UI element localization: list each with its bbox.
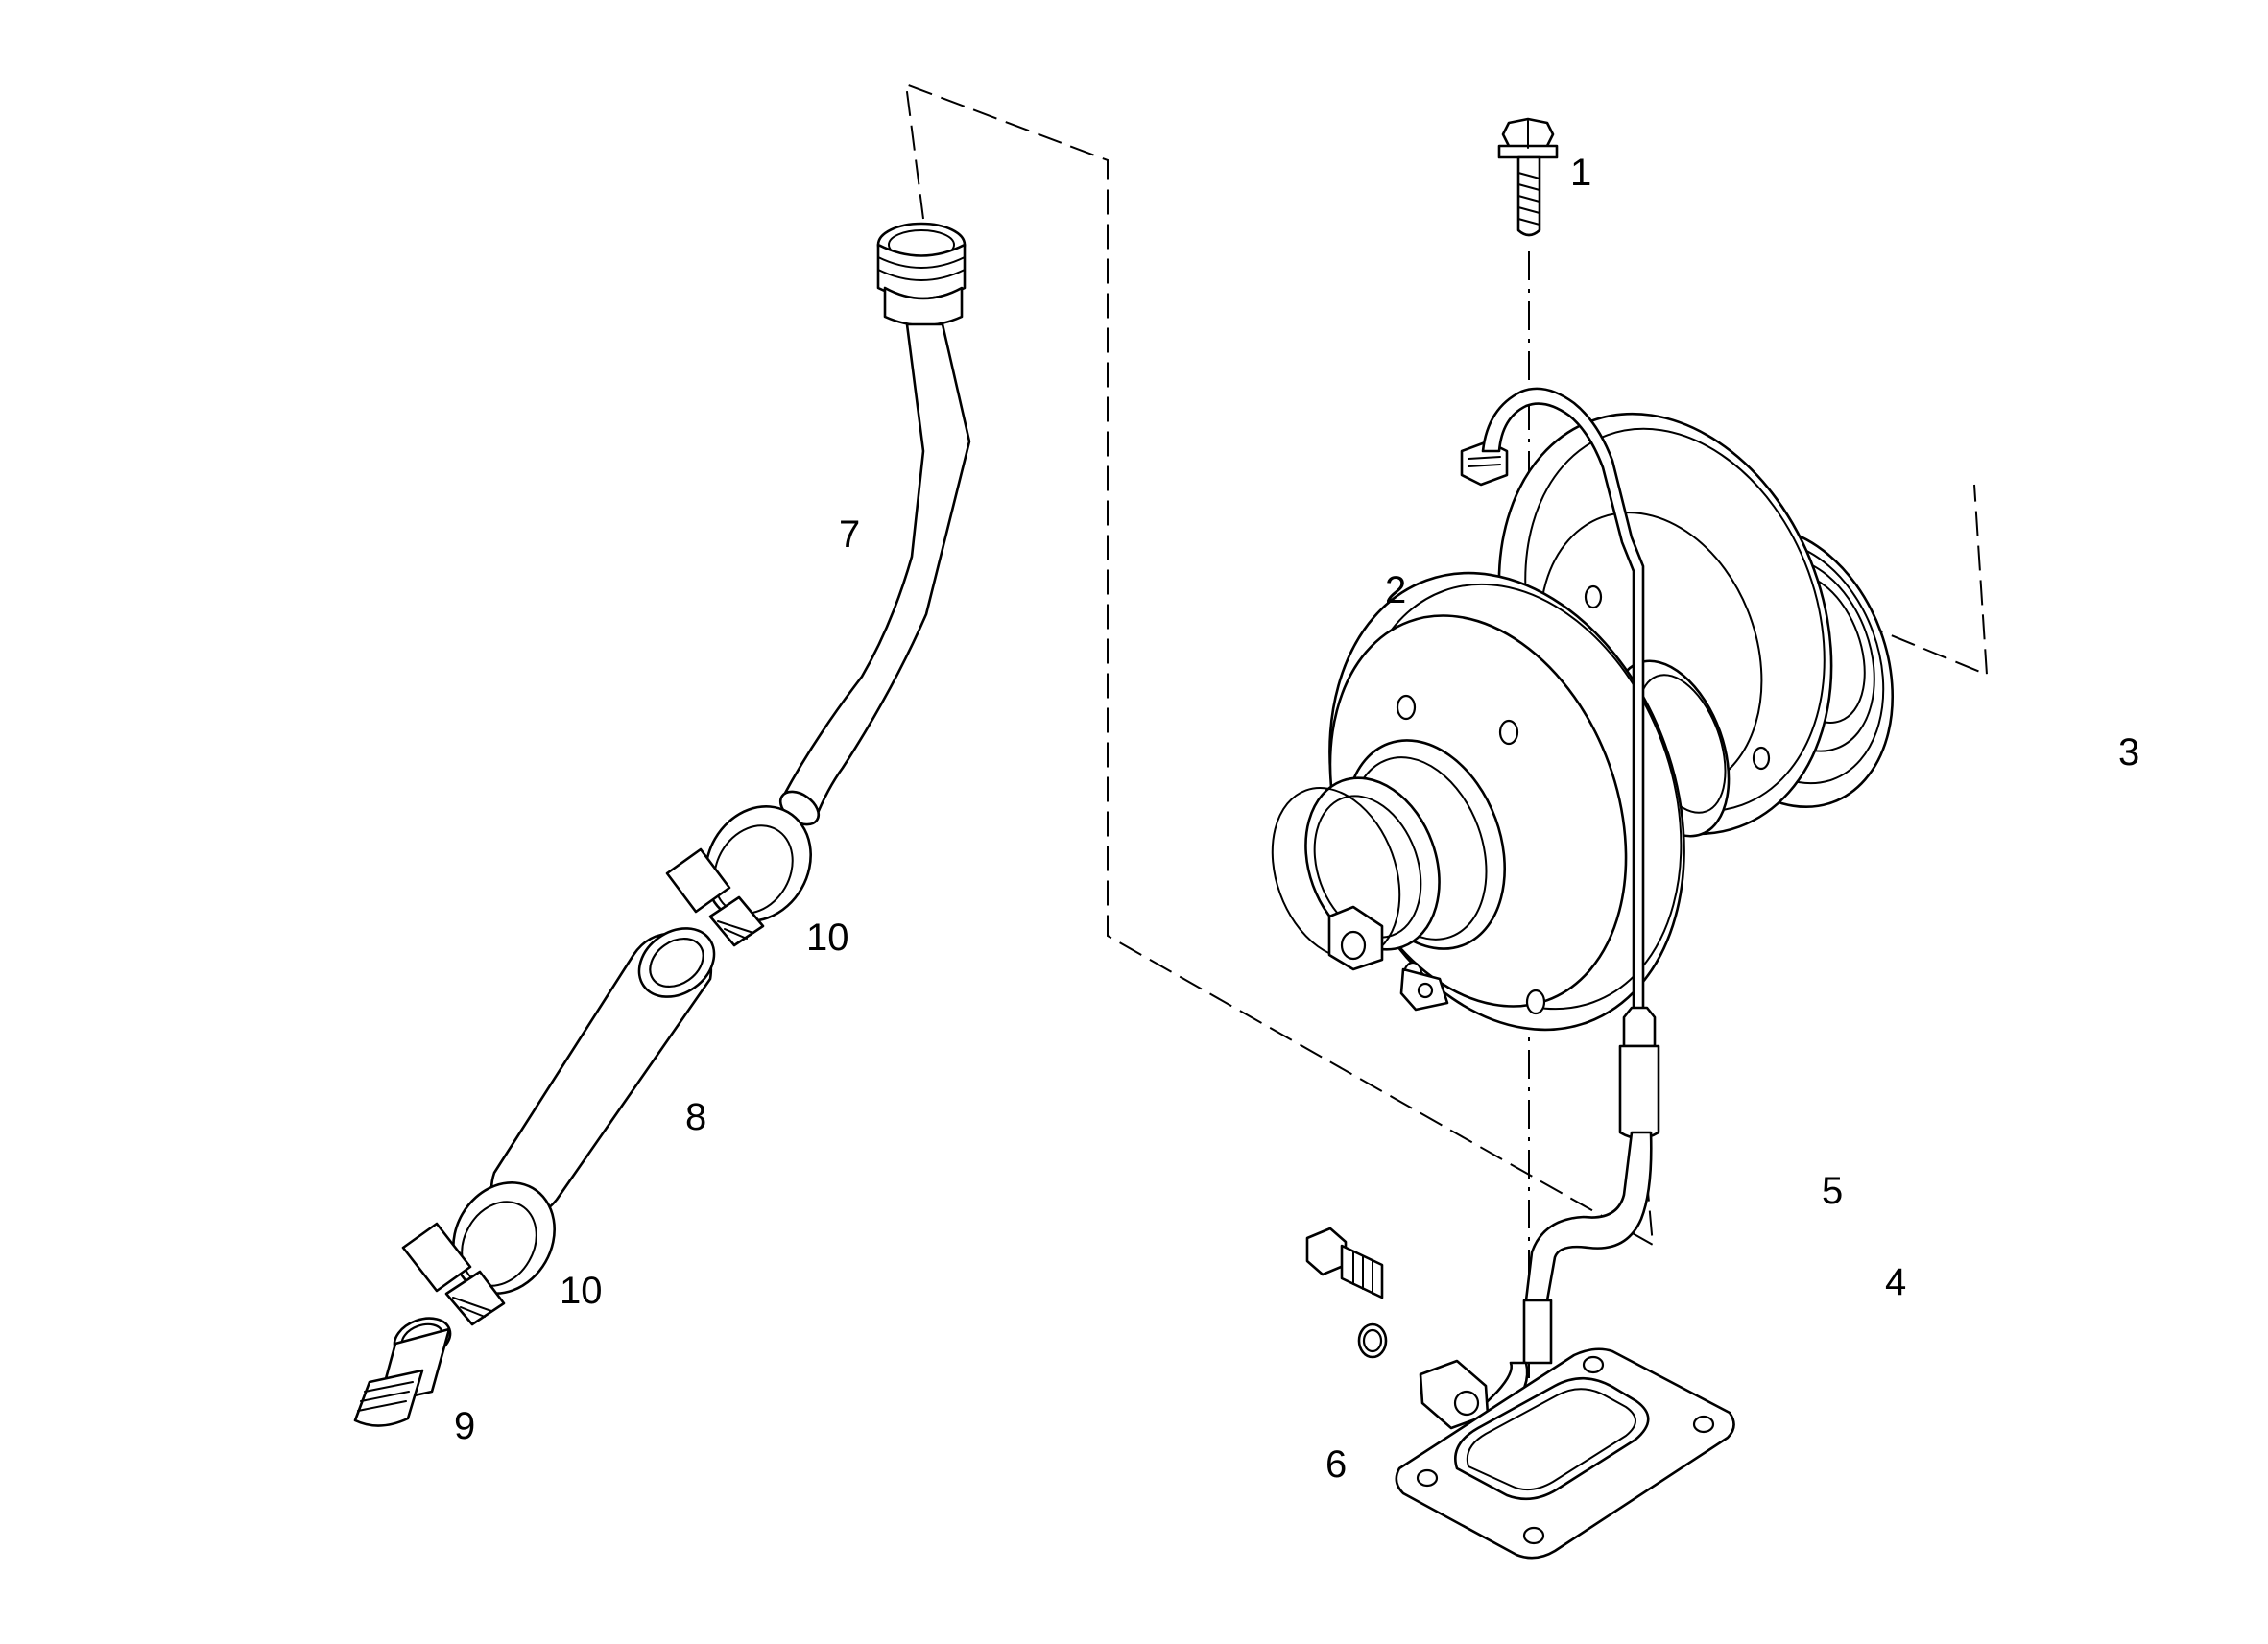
callout-6: 6 — [1325, 1443, 1347, 1486]
drain-pipe-part — [778, 222, 971, 826]
callout-7: 7 — [839, 513, 860, 556]
lower-hose-clamp-part — [401, 1181, 556, 1326]
guide-line-pipe-to-turbo — [904, 83, 1655, 1247]
connector-nipple-part — [353, 1317, 452, 1427]
gasket-part — [1395, 1347, 1735, 1560]
callout-1: 1 — [1570, 152, 1591, 194]
bolt-part — [1497, 117, 1559, 237]
hose-part — [489, 927, 716, 1220]
callout-labels: 1 2 3 4 5 6 7 8 9 10 10 — [454, 152, 2139, 1486]
callout-10-upper: 10 — [806, 917, 849, 959]
callout-10-lower: 10 — [560, 1270, 603, 1312]
turbocharger-part — [1271, 412, 1895, 1032]
callout-3: 3 — [2118, 731, 2139, 774]
callout-2: 2 — [1385, 569, 1406, 611]
callout-4: 4 — [1885, 1261, 1906, 1303]
callout-5: 5 — [1822, 1170, 1843, 1212]
adapter-fitting-part — [1305, 1227, 1384, 1299]
oil-feed-line-part — [1460, 387, 1660, 1430]
o-ring-part — [1357, 1322, 1388, 1359]
callout-9: 9 — [454, 1405, 475, 1447]
upper-hose-clamp-part — [665, 805, 812, 947]
callout-8: 8 — [685, 1096, 706, 1138]
